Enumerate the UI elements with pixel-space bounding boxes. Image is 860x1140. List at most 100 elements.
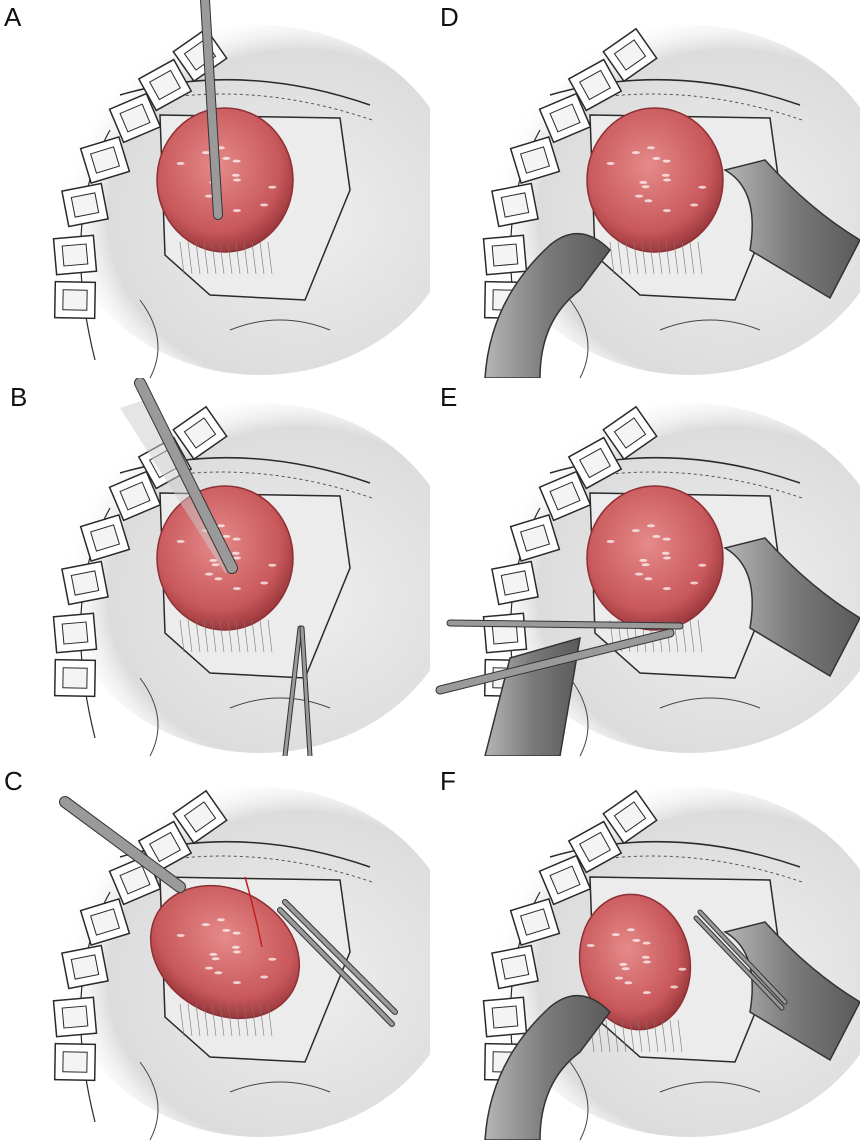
tumor: [578, 893, 692, 1031]
tile-inner: [183, 801, 217, 833]
bone-flap-tile: [491, 944, 539, 990]
arachnoid-fiber: [637, 1019, 643, 1053]
arachnoid-fiber: [259, 241, 265, 275]
tumor-highlight: [222, 156, 231, 160]
tumor-highlight: [231, 173, 240, 177]
arachnoid-fiber: [243, 241, 249, 275]
arachnoid-fiber: [613, 1019, 619, 1053]
tile-inner: [70, 570, 100, 596]
tumor-highlight: [211, 563, 220, 567]
arachnoid-fiber: [251, 619, 257, 653]
bone-flap-tile: [602, 27, 658, 83]
arachnoid-fiber: [609, 241, 615, 275]
tumor-highlight: [661, 551, 670, 555]
bone-flap-tile: [482, 612, 528, 654]
tumor-highlight: [662, 159, 671, 163]
tumor-highlight: [232, 981, 241, 985]
tumor-highlight: [176, 539, 185, 543]
arachnoid-fiber: [187, 241, 193, 275]
arachnoid-fiber: [605, 1019, 611, 1053]
bone-flap-tile: [79, 136, 131, 184]
tumor-highlight: [646, 524, 655, 528]
tile-inner: [89, 524, 121, 552]
tumor-highlight: [216, 918, 225, 922]
tile-inner: [61, 621, 89, 645]
panel-f: F: [430, 762, 860, 1140]
tile-inner: [578, 69, 612, 101]
surgical-illustration-f: [482, 787, 860, 1140]
tile-inner: [61, 243, 89, 267]
tumor-highlight: [642, 991, 651, 995]
retractor-left: [484, 994, 611, 1140]
tile-inner: [519, 908, 551, 936]
bone-flap-tile: [538, 854, 592, 906]
tumor-highlight: [214, 577, 223, 581]
tile-inner: [549, 865, 581, 895]
arachnoid-fiber: [689, 241, 695, 275]
tumor-highlight: [635, 194, 644, 198]
tumor-highlight: [606, 539, 615, 543]
arachnoid-fiber: [227, 241, 233, 275]
sulcus-line: [139, 299, 331, 378]
tumor-highlight: [621, 967, 630, 971]
vessel: [244, 876, 263, 948]
tumor-highlight: [233, 556, 241, 560]
tumor-highlight: [619, 962, 628, 966]
tumor-highlight: [670, 985, 679, 989]
tumor-highlight: [233, 178, 241, 182]
panel-label: B: [10, 382, 28, 412]
tile-inner: [89, 908, 121, 936]
arachnoid-fiber: [259, 619, 265, 653]
bone-flap-tile: [172, 405, 228, 461]
tumor-highlight: [176, 161, 185, 165]
arachnoid-fiber: [211, 241, 217, 275]
bone-flap-tile: [53, 280, 97, 320]
tumor-highlight: [222, 534, 231, 538]
tumor: [586, 107, 724, 253]
tumor-highlight: [662, 537, 671, 541]
tumor-highlight: [641, 563, 650, 567]
tumor-highlight: [646, 146, 655, 150]
panel-b: B: [0, 378, 430, 756]
tumor-highlight: [233, 950, 241, 954]
tumor: [156, 107, 294, 253]
suction-tube: [135, 378, 237, 573]
tumor-highlight: [644, 577, 653, 581]
arachnoid-fiber: [211, 1003, 217, 1037]
tumor-highlight: [209, 952, 218, 956]
arachnoid-fiber: [625, 241, 631, 275]
tile-inner: [62, 289, 88, 311]
tumor-highlight: [260, 975, 269, 979]
tumor-highlight: [222, 928, 231, 932]
forceps-lower: [436, 629, 674, 694]
bone-flap-tile: [509, 514, 561, 562]
panel-d: D: [430, 0, 860, 378]
surgical-illustration-a: [52, 0, 430, 378]
tumor-highlight: [662, 587, 671, 591]
tumor-highlight: [201, 151, 210, 155]
arachnoid-fiber: [661, 1019, 667, 1053]
bone-flap-tile: [602, 789, 658, 845]
bipolar-forceps: [698, 910, 787, 1004]
tumor-highlight: [211, 957, 220, 961]
tile-inner: [519, 146, 551, 174]
tumor-highlight: [201, 923, 210, 927]
tumor-highlight: [663, 178, 671, 182]
arachnoid-fiber: [243, 1003, 249, 1037]
bone-flap-tile: [567, 820, 623, 874]
suction-tube: [60, 797, 185, 892]
bipolar-forceps: [283, 900, 397, 1014]
arachnoid-fiber: [227, 619, 233, 653]
arachnoid-fiber: [179, 241, 185, 275]
sulcus-line: [569, 677, 761, 756]
arachnoid-fiber: [629, 1019, 635, 1053]
tumor-highlight: [641, 955, 650, 959]
arachnoid-fiber: [235, 1003, 241, 1037]
panel-c: C: [0, 762, 430, 1140]
arachnoid-fiber: [179, 1003, 185, 1037]
suction-tube: [201, 0, 222, 219]
bone-flap-tile: [538, 92, 592, 144]
tumor-highlight: [615, 976, 624, 980]
tile-inner: [613, 417, 647, 449]
tile-inner: [61, 1005, 89, 1029]
